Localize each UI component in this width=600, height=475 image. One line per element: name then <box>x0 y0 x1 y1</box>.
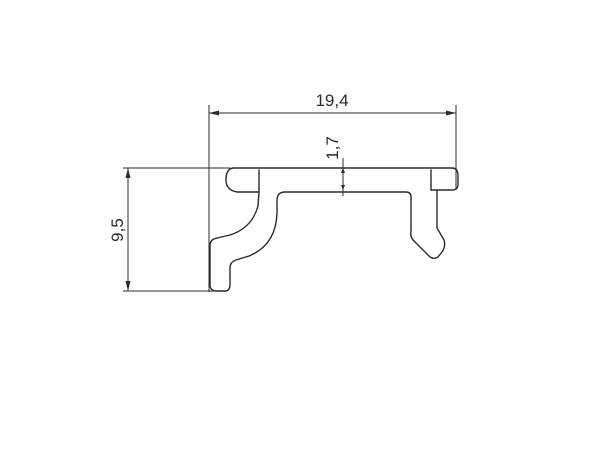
thickness-dimension: 1,7 <box>323 136 345 196</box>
height-arrow-top <box>125 168 131 178</box>
height-dimension: 9,5 <box>108 168 131 291</box>
width-label: 19,4 <box>315 91 348 110</box>
height-label: 9,5 <box>108 218 127 242</box>
width-dimension: 19,4 <box>209 91 456 116</box>
width-arrow-left <box>209 110 219 116</box>
width-arrow-right <box>446 110 456 116</box>
height-arrow-bottom <box>125 281 131 291</box>
profile-outline <box>209 167 459 292</box>
thickness-arrow-bottom <box>341 185 345 190</box>
thickness-label: 1,7 <box>323 136 342 160</box>
thickness-arrow-top <box>341 168 345 173</box>
